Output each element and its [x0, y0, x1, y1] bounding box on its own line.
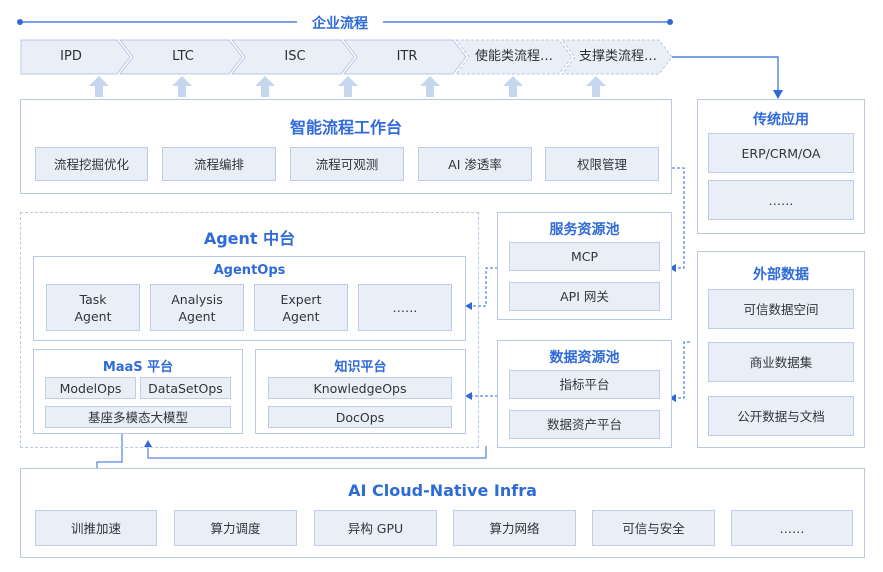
- service-mcp[interactable]: MCP: [509, 242, 660, 271]
- infra-compute-scheduling[interactable]: 算力调度: [174, 510, 297, 546]
- workbench-item-mining[interactable]: 流程挖掘优化: [35, 147, 148, 181]
- flow-step-itr[interactable]: ITR: [396, 49, 418, 64]
- infra-more[interactable]: ……: [731, 510, 853, 546]
- workbench-item-ai-penetration[interactable]: AI 渗透率: [418, 147, 532, 181]
- service-pool-title: 服务资源池: [549, 222, 620, 238]
- infra-heterogeneous-gpu[interactable]: 异构 GPU: [314, 510, 437, 546]
- header-title: 企业流程: [312, 16, 368, 32]
- workbench-item-observability[interactable]: 流程可观测: [290, 147, 404, 181]
- service-api-gateway[interactable]: API 网关: [509, 282, 660, 311]
- external-commercial-datasets[interactable]: 商业数据集: [708, 342, 854, 382]
- external-trusted-data-space[interactable]: 可信数据空间: [708, 289, 854, 329]
- flow-step-isc[interactable]: ISC: [284, 49, 306, 64]
- maas-base-model[interactable]: 基座多模态大模型: [45, 406, 231, 428]
- agent-task[interactable]: Task Agent: [46, 284, 140, 331]
- legacy-app-erp[interactable]: ERP/CRM/OA: [708, 133, 854, 173]
- flow-step-ltc[interactable]: LTC: [172, 49, 194, 64]
- legacy-apps-title: 传统应用: [753, 112, 809, 128]
- infra-panel: AI Cloud-Native Infra: [20, 468, 865, 558]
- agentops-title: AgentOps: [213, 263, 286, 278]
- infra-trust-security[interactable]: 可信与安全: [592, 510, 715, 546]
- agent-analysis[interactable]: Analysis Agent: [150, 284, 244, 331]
- knowledge-docops[interactable]: DocOps: [268, 406, 452, 428]
- legacy-app-more[interactable]: ……: [708, 180, 854, 220]
- maas-title: MaaS 平台: [102, 360, 174, 375]
- knowledge-title: 知识平台: [334, 360, 387, 375]
- agent-platform-title: Agent 中台: [203, 229, 296, 248]
- flow-step-ipd[interactable]: IPD: [60, 49, 82, 64]
- data-asset-platform[interactable]: 数据资产平台: [509, 410, 660, 439]
- external-public-docs[interactable]: 公开数据与文档: [708, 396, 854, 436]
- infra-compute-network[interactable]: 算力网络: [453, 510, 576, 546]
- infra-title: AI Cloud-Native Infra: [348, 481, 537, 500]
- data-metrics-platform[interactable]: 指标平台: [509, 370, 660, 399]
- external-data-title: 外部数据: [753, 267, 809, 283]
- flow-step-enabling[interactable]: 使能类流程…: [474, 49, 553, 64]
- infra-training-acceleration[interactable]: 训推加速: [35, 510, 157, 546]
- agent-expert[interactable]: Expert Agent: [254, 284, 348, 331]
- data-pool-title: 数据资源池: [549, 350, 620, 366]
- maas-modelops[interactable]: ModelOps: [45, 377, 136, 399]
- agent-platform-panel: Agent 中台: [20, 212, 479, 448]
- workbench-item-permissions[interactable]: 权限管理: [545, 147, 659, 181]
- flow-step-support[interactable]: 支撑类流程…: [578, 49, 657, 64]
- workbench-title: 智能流程工作台: [289, 118, 402, 137]
- agent-more[interactable]: ……: [358, 284, 452, 331]
- maas-datasetops[interactable]: DataSetOps: [140, 377, 231, 399]
- workbench-item-orchestration[interactable]: 流程编排: [162, 147, 276, 181]
- knowledge-knowledgeops[interactable]: KnowledgeOps: [268, 377, 452, 399]
